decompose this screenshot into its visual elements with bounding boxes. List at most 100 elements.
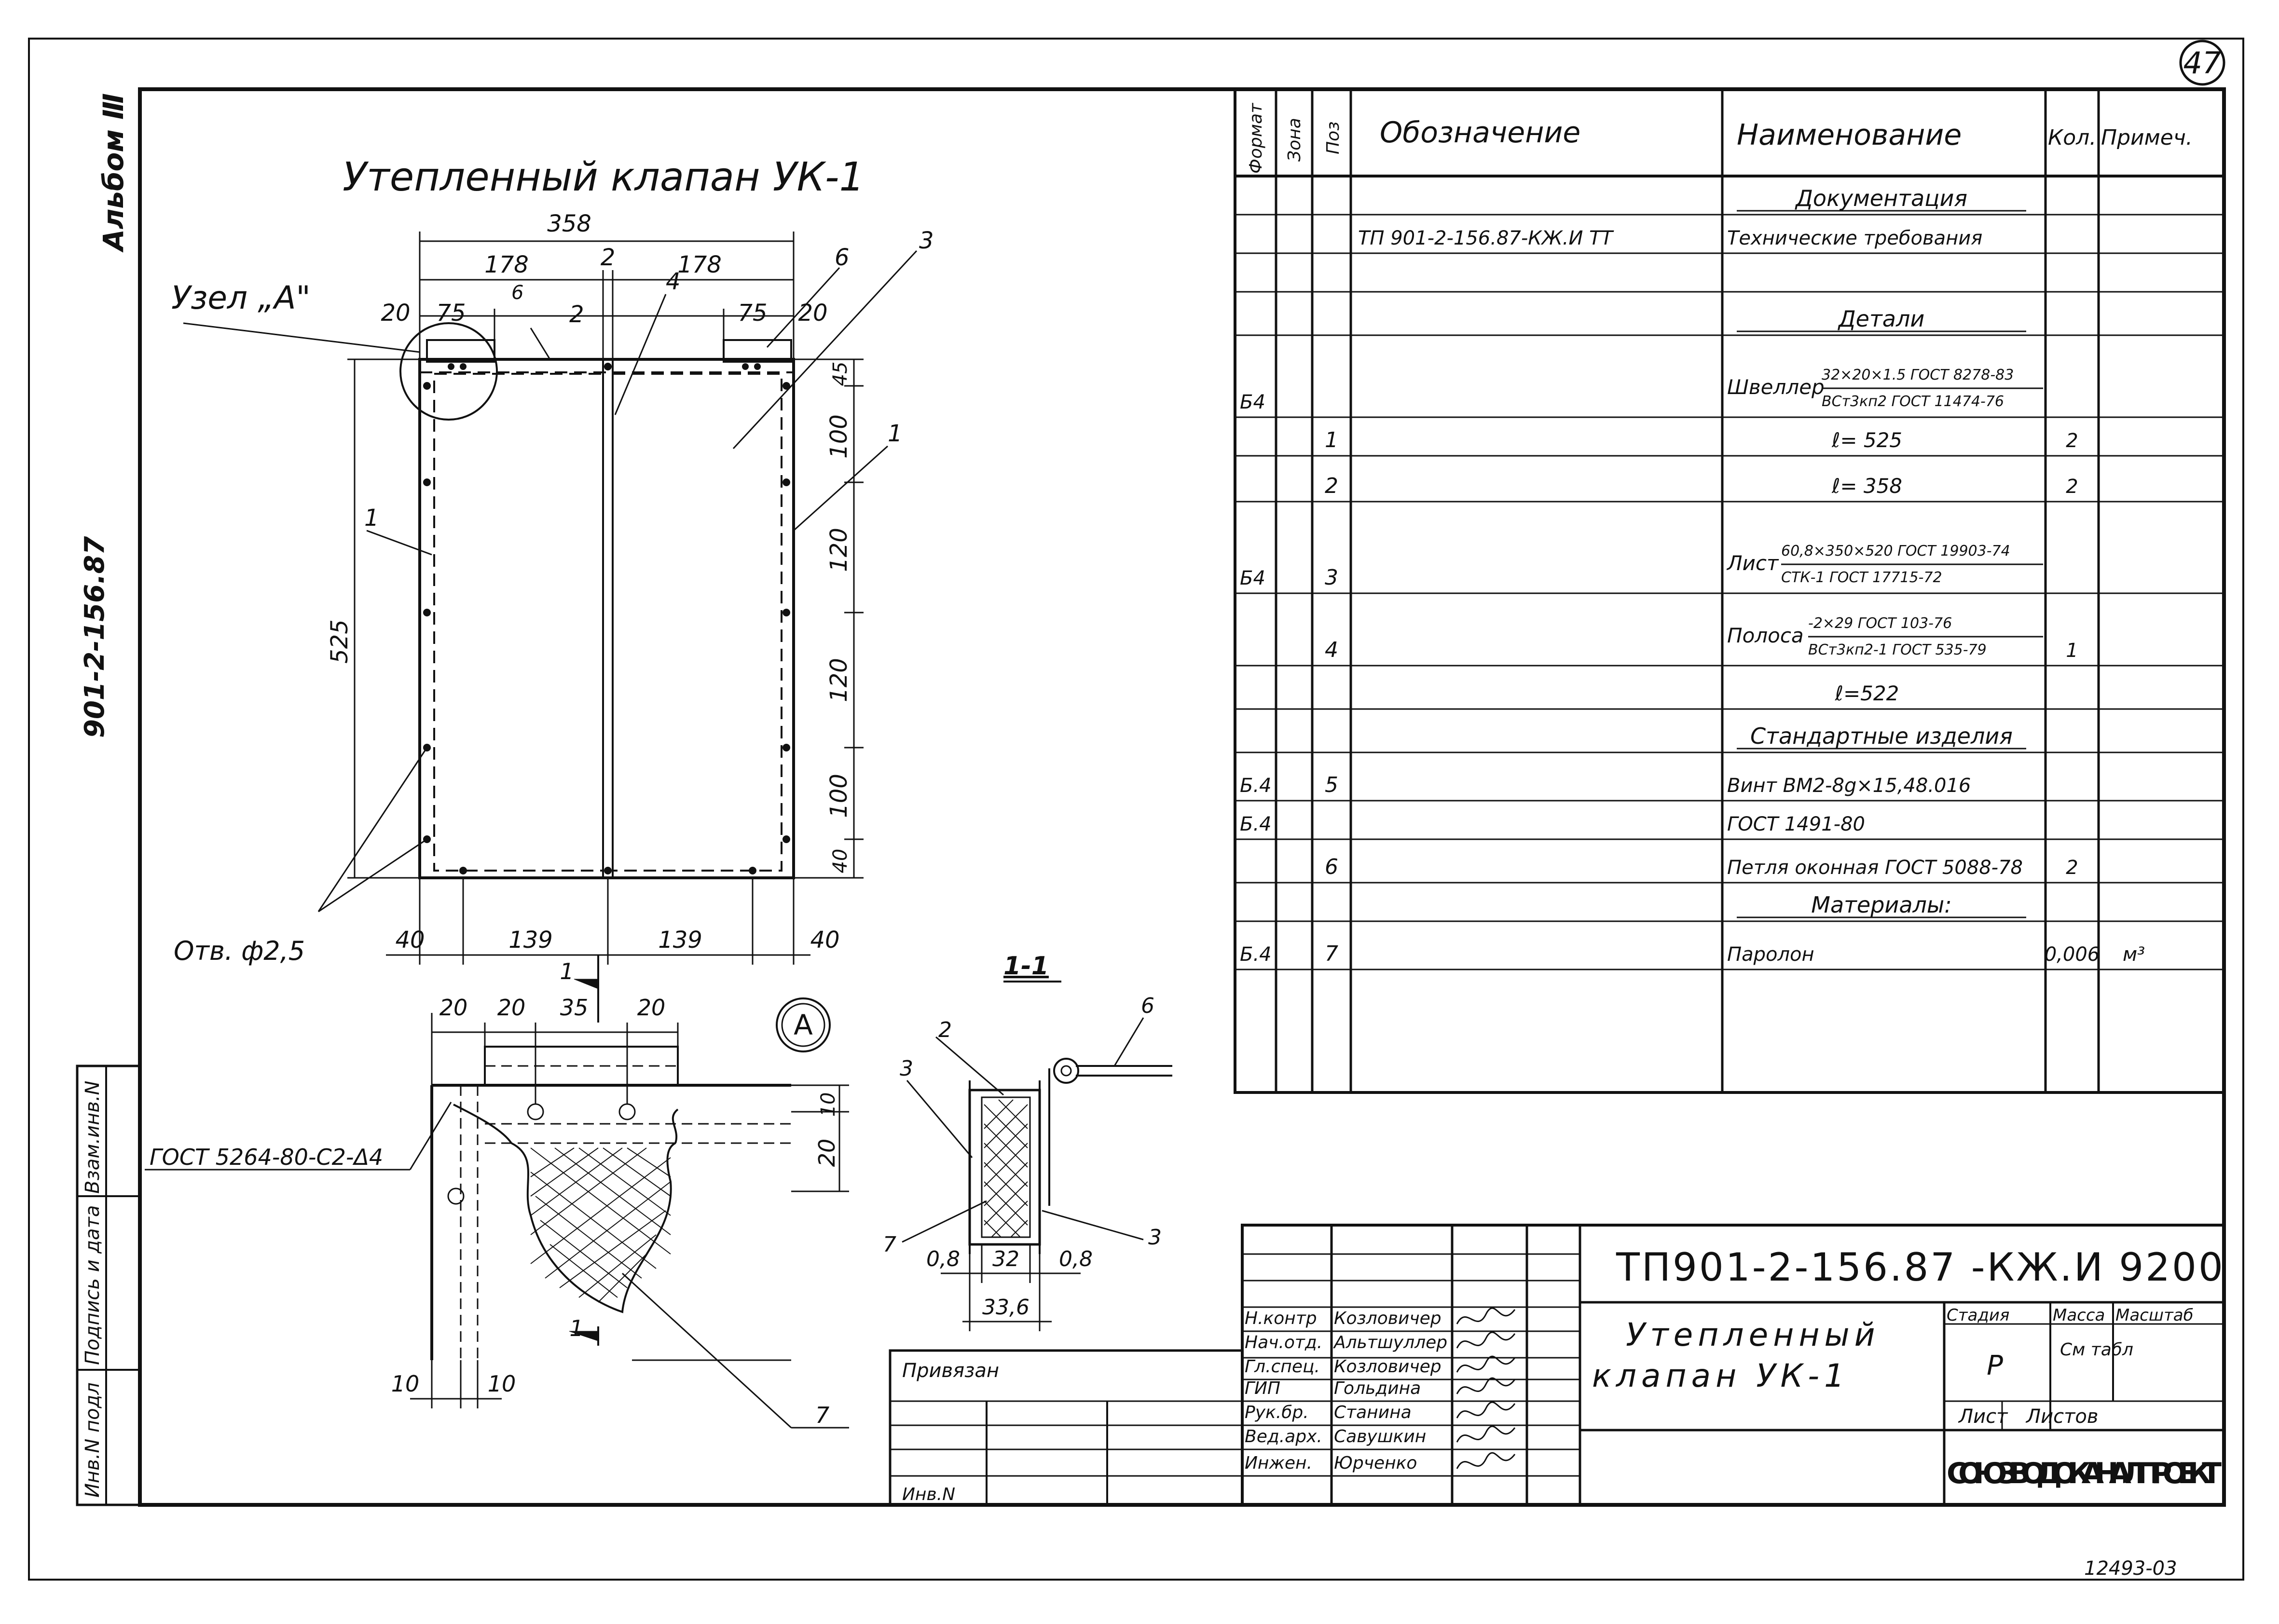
role-label: Вед.арх. — [1245, 1427, 1322, 1447]
spec-qty: 0,006 — [2045, 943, 2100, 966]
title-block — [889, 1224, 2225, 1506]
role-person: Станина — [1334, 1403, 1412, 1422]
signature-scribble — [1456, 1452, 1516, 1469]
spec-format: Б.4 — [1240, 775, 1272, 797]
svg-text:Примеч.: Примеч. — [2101, 125, 2193, 150]
svg-text:3: 3 — [1148, 1225, 1162, 1250]
spec-name-frac-top: -2×29 ГОСТ 103-76 — [1808, 615, 1952, 632]
spec-pos: 5 — [1325, 773, 1338, 797]
dim-v4: 120 — [825, 658, 852, 702]
role-label: Нач.отд. — [1245, 1333, 1322, 1352]
spec-name: Полоса — [1727, 624, 1804, 647]
spec-name: Технические требования — [1727, 227, 1982, 249]
dim-offset-l: 20 — [381, 300, 410, 327]
spec-heading: Документация — [1795, 185, 1967, 211]
svg-text:2: 2 — [569, 301, 584, 328]
role-label: Рук.бр. — [1245, 1403, 1309, 1422]
spec-pos: 1 — [1325, 428, 1338, 452]
section-title: 1-1 — [1003, 952, 1049, 981]
spec-heading: Стандартные изделия — [1750, 723, 2013, 749]
dim-v1: 45 — [829, 362, 851, 386]
doc-code: ТП901-2-156.87 -КЖ.И 9200 — [1616, 1245, 2225, 1290]
svg-text:33,6: 33,6 — [982, 1295, 1030, 1320]
dimension-texts: 358 178 2 178 20 75 75 20 525 45 100 120… — [326, 210, 852, 954]
album-label: Альбом Ⅲ — [97, 93, 130, 253]
sheet-label: Лист — [1958, 1406, 2008, 1428]
role-person: Савушкин — [1334, 1427, 1426, 1447]
bottom-code: 12493-03 — [2084, 1557, 2177, 1580]
stamp-inv-orig: Инв.N подл — [82, 1382, 104, 1498]
section-view — [968, 1058, 1172, 1254]
title-block-texts: ТП901-2-156.87 -КЖ.И 9200 Утепленный кла… — [902, 1245, 2225, 1504]
spec-heading: Материалы: — [1811, 892, 1951, 918]
role-label: Гл.спец. — [1245, 1357, 1320, 1377]
svg-text:32: 32 — [992, 1247, 1019, 1271]
spec-pos: 3 — [1325, 565, 1338, 590]
signature-scribble — [1456, 1355, 1516, 1373]
node-texts: 20 20 35 20 10 20 10 10 A 1 1 7 — [391, 958, 840, 1428]
svg-text:Зона: Зона — [1285, 118, 1304, 162]
side-stamp: Инв.N подл Подпись и дата Взам.инв.N — [76, 1064, 141, 1506]
spec-heading: Детали — [1838, 306, 1925, 332]
svg-text:3: 3 — [919, 227, 934, 254]
holes-label: Отв. ф2,5 — [174, 936, 305, 966]
signature-scribble — [1456, 1331, 1516, 1349]
spec-qty: 2 — [2066, 857, 2078, 879]
spec-table — [1234, 88, 2225, 1094]
position-tags: 1 2 3 4 6 6 1 — [364, 227, 934, 532]
dim-half-left: 178 — [484, 251, 529, 278]
role-person: Гольдина — [1334, 1378, 1421, 1398]
role-label: Н.контр — [1245, 1309, 1317, 1328]
spec-qty: 1 — [2066, 640, 2078, 662]
svg-text:20: 20 — [814, 1139, 840, 1167]
svg-text:6: 6 — [511, 282, 523, 304]
svg-text:0,8: 0,8 — [926, 1247, 960, 1271]
stamp-sign-date: Подпись и дата — [82, 1205, 104, 1365]
sheets-label: Листов — [2025, 1406, 2098, 1428]
node-hatch — [530, 1147, 671, 1303]
spec-name-frac-bottom: СТК-1 ГОСТ 17715-72 — [1781, 569, 1942, 586]
svg-text:3: 3 — [900, 1056, 913, 1081]
spec-note: м³ — [2123, 943, 2145, 966]
svg-text:4: 4 — [666, 268, 681, 295]
dim-hinge-l: 75 — [436, 300, 466, 327]
dim-hinge-r: 75 — [738, 300, 767, 327]
spec-format: Б.4 — [1240, 813, 1272, 835]
outer-frame — [28, 38, 2244, 1581]
spec-format: Б4 — [1240, 567, 1265, 589]
main-view — [399, 322, 795, 879]
node-detail — [430, 955, 791, 1360]
section-hatch — [984, 1099, 1028, 1238]
pos-tag-7: 7 — [815, 1402, 829, 1428]
spec-rows: Документация ТП 901-2-156.87-КЖ.И ТТ Техни… — [1235, 185, 2224, 970]
scale-label: Масштаб — [2115, 1306, 2194, 1325]
doc-name-1: Утепленный — [1626, 1316, 1880, 1353]
side-code: 901-2-156.87 — [79, 536, 110, 738]
role-person: Альтшуллер — [1333, 1333, 1447, 1352]
spec-qty: 2 — [2066, 430, 2078, 452]
spec-designation: ТП 901-2-156.87-КЖ.И ТТ — [1358, 227, 1615, 249]
svg-text:Поз: Поз — [1323, 122, 1343, 154]
role-person: Козловичер — [1334, 1357, 1442, 1377]
org-name: СОЮЗВОДОКАНАЛПРОЕКТ — [1947, 1457, 2222, 1490]
doc-name-2: клапан УК-1 — [1592, 1357, 1849, 1394]
spec-name-frac-bottom: ВСт3кп2-1 ГОСТ 535-79 — [1808, 641, 1987, 658]
node-label: Узел „А" — [171, 279, 311, 316]
svg-text:1: 1 — [888, 420, 903, 447]
svg-text:1: 1 — [364, 505, 379, 532]
stage-label: Стадия — [1947, 1306, 2009, 1325]
spec-name-frac-top: 60,8×350×520 ГОСТ 19903-74 — [1781, 543, 2010, 560]
spec-name: ℓ= 358 — [1831, 474, 1902, 498]
svg-text:0,8: 0,8 — [1059, 1247, 1093, 1271]
svg-text:2: 2 — [938, 1018, 952, 1042]
signature-scribble — [1456, 1377, 1516, 1394]
spec-name-frac-top: 32×20×1.5 ГОСТ 8278-83 — [1822, 367, 2014, 383]
dim-half-right: 178 — [677, 251, 722, 278]
role-label: Инжен. — [1245, 1453, 1312, 1473]
spec-name: Швеллер — [1727, 375, 1825, 399]
node-dims — [145, 997, 849, 1429]
dim-height: 525 — [326, 619, 353, 664]
svg-text:10: 10 — [488, 1371, 516, 1397]
